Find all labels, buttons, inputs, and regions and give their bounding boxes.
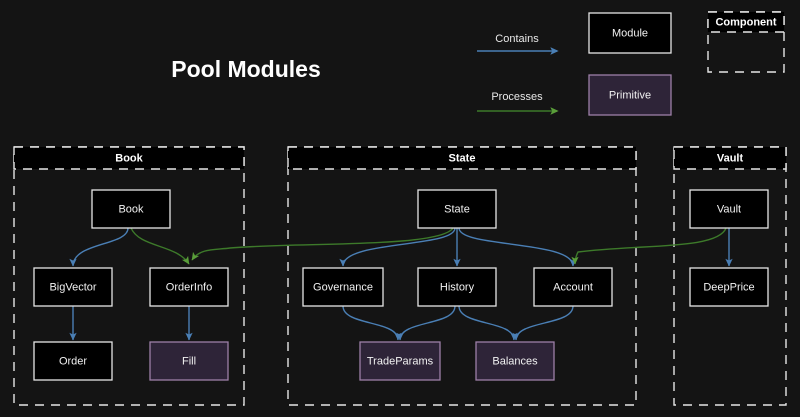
node-label-history: History [440,281,475,293]
node-vault[interactable]: Vault [689,189,769,229]
edge-history-to-tradeparams [396,305,456,341]
edge-account-to-balances [512,305,574,341]
cluster-label-book: Book [115,152,143,164]
legend-shape-module: Module [588,12,672,54]
node-label-deepprice: DeepPrice [703,281,754,293]
cluster-state: State [287,146,637,406]
node-label-account: Account [553,281,593,293]
node-label-vault: Vault [717,203,741,215]
node-orderinfo[interactable]: OrderInfo [149,267,229,307]
cluster-book: Book [13,146,245,406]
node-label-orderinfo: OrderInfo [166,281,212,293]
edge-state-to-account [458,227,577,267]
legend-shape-label-primitive: Primitive [609,89,651,101]
legend-edge-contains: Contains [477,33,559,55]
edge-book-to-orderinfo [130,227,190,265]
node-label-fill: Fill [182,355,196,367]
node-account[interactable]: Account [533,267,613,307]
node-label-order: Order [59,355,87,367]
node-deepprice[interactable]: DeepPrice [689,267,769,307]
node-balances[interactable]: Balances [475,341,555,381]
legend-component-label: Component [715,16,776,28]
node-label-tradeparams: TradeParams [367,355,434,367]
legend-shape-primitive: Primitive [588,74,672,116]
legend-label-contains: Contains [495,33,539,45]
node-order[interactable]: Order [33,341,113,381]
edge-state-to-orderinfo [191,227,454,261]
node-tradeparams[interactable]: TradeParams [359,341,441,381]
node-fill[interactable]: Fill [149,341,229,381]
edge-group [69,227,733,341]
edge-vault-to-account [571,227,727,265]
node-history[interactable]: History [417,267,497,307]
node-book[interactable]: Book [91,189,171,229]
legend-edge-processes: Processes [477,91,559,115]
node-label-balances: Balances [492,355,538,367]
node-label-governance: Governance [313,281,373,293]
cluster-vault: Vault [673,146,787,406]
cluster-label-state: State [449,152,476,164]
node-label-book: Book [118,203,144,215]
edge-state-to-governance [339,227,456,267]
node-label-state: State [444,203,470,215]
cluster-label-vault: Vault [717,152,744,164]
legend-shape-label-module: Module [612,27,648,39]
node-state[interactable]: State [417,189,497,229]
node-bigvector[interactable]: BigVector [33,267,113,307]
node-governance[interactable]: Governance [302,267,384,307]
legend-label-processes: Processes [491,91,543,103]
node-label-bigvector: BigVector [49,281,96,293]
edge-book-to-bigvector [69,227,129,267]
page-title: Pool Modules [171,56,321,82]
legend-component: Component [707,11,785,73]
